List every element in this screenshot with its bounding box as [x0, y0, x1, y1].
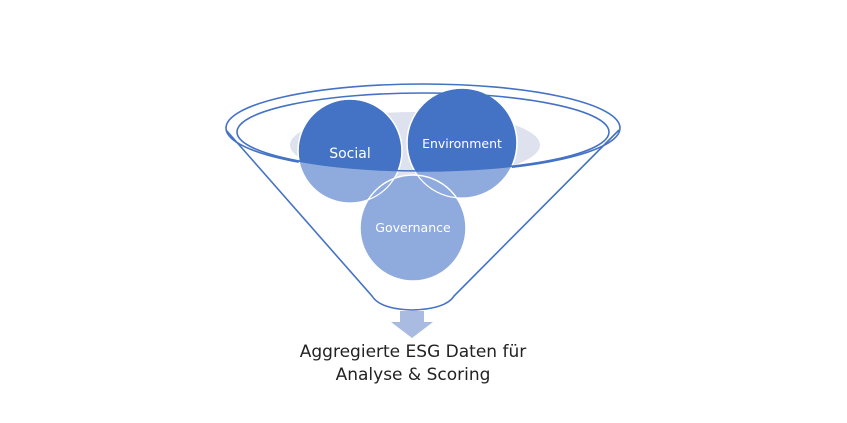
caption-line-2: Analyse & Scoring	[336, 365, 491, 385]
environment-circle-outline	[406, 87, 518, 199]
funnel-inner-rim	[236, 92, 610, 172]
governance-label: Governance	[375, 220, 451, 235]
funnel-body	[225, 129, 620, 311]
arrow-down-icon	[391, 311, 433, 338]
social-label: Social	[329, 146, 371, 162]
governance-circle	[359, 174, 467, 282]
caption-line-1: Aggregierte ESG Daten für	[300, 342, 526, 362]
social-circle-outline	[297, 98, 403, 204]
environment-label: Environment	[422, 136, 502, 151]
